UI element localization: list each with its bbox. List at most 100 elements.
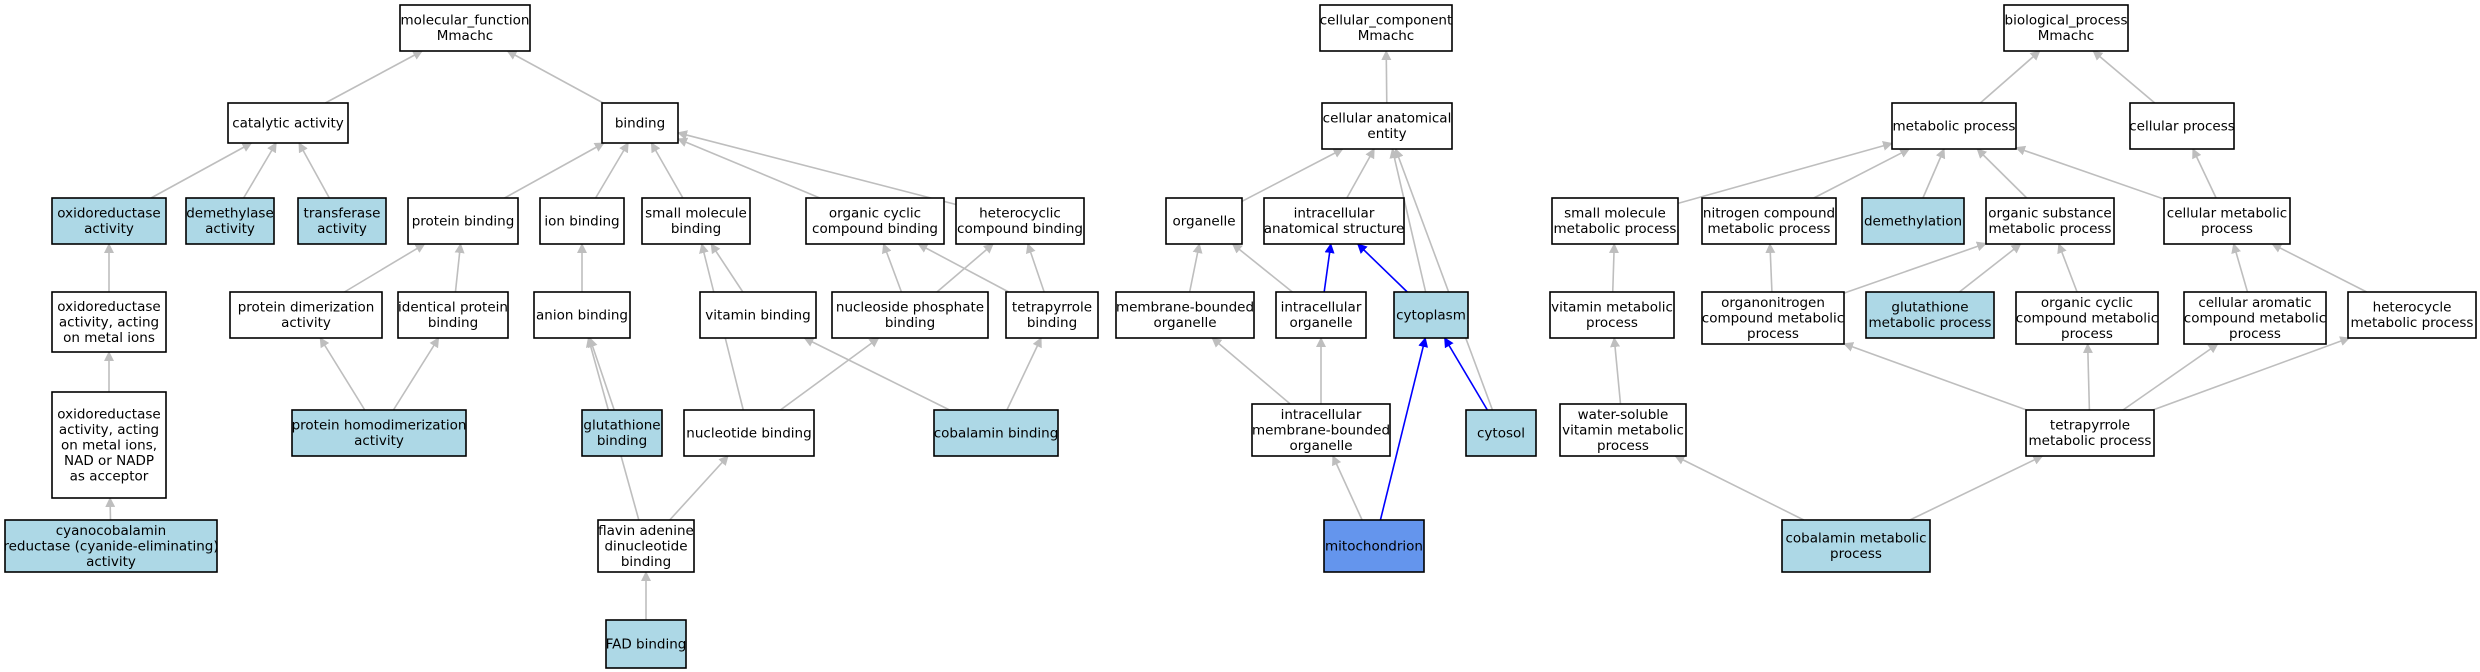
node-box (1165, 197, 1243, 245)
edge-nucleotide_binding-to-nucleoside_phosphate (779, 337, 880, 411)
edge-line (242, 142, 277, 199)
node-box (51, 197, 167, 245)
edge-line (1979, 50, 2041, 104)
edge-identical_protein-to-protein_binding (454, 243, 465, 293)
edge-cobalamin_binding-to-vitamin_binding (803, 337, 950, 411)
node-nucleotide-binding[interactable]: nucleotide binding (683, 409, 815, 457)
edge-line (1909, 455, 2044, 521)
edge-line (2152, 336, 2351, 411)
node-anion-binding[interactable]: anion binding (533, 291, 631, 339)
node-label-line: organic cyclic (2041, 295, 2133, 311)
node-box (2183, 291, 2327, 345)
node-box (1251, 403, 1391, 457)
edge-glutathione_binding-to-anion_binding (587, 337, 615, 411)
edge-cobalamin_met-to-tetrapyrrole_met (1909, 455, 2044, 521)
node-cytosol[interactable]: cytosol (1465, 409, 1537, 457)
node-box (641, 197, 751, 245)
edge-line (2192, 148, 2217, 199)
node-catalytic[interactable]: catalytic activity (227, 102, 349, 144)
edge-organonitrogen_met-to-organic_sub_met (1843, 241, 1987, 294)
node-box (1115, 291, 1255, 339)
node-label-line: ion binding (544, 213, 619, 229)
node-organelle[interactable]: organelle (1165, 197, 1243, 245)
node-binding[interactable]: binding (601, 102, 679, 144)
node-box (1263, 197, 1405, 245)
node-label-line: nitrogen compound (1703, 206, 1835, 222)
node-ion-binding[interactable]: ion binding (539, 197, 625, 245)
node-label-line: organelle (1172, 213, 1235, 229)
node-fad-binding[interactable]: FAD binding (605, 619, 687, 669)
node-label-line: organelle (1153, 315, 1216, 331)
node-metabolic[interactable]: metabolic process (1891, 102, 2017, 150)
node-demethylation[interactable]: demethylation (1861, 197, 1965, 245)
edge-line (669, 455, 729, 521)
node-label-line: activity (354, 433, 404, 449)
edge-tetrapyrrole_met-to-heterocycle_met (2152, 336, 2351, 411)
node-box (1891, 102, 2017, 150)
edge-small_mol_met-to-metabolic (1677, 140, 1893, 205)
node-vitamin-binding[interactable]: vitamin binding (699, 291, 817, 339)
node-label-line: compound metabolic (2016, 310, 2158, 326)
node-label-line: process (2229, 326, 2281, 342)
edge-line (392, 337, 440, 411)
edge-glutathione_met-to-organic_sub_met (1958, 243, 2022, 293)
node-label-line: water-soluble (1578, 407, 1669, 423)
node-label-line: FAD binding (606, 636, 687, 652)
edge-vitamin_met-to-small_mol_met (1608, 243, 1619, 293)
node-cobalamin-binding[interactable]: cobalamin binding (933, 409, 1059, 457)
edge-line (506, 50, 604, 104)
edge-line (2082, 343, 2093, 411)
node-protein-binding[interactable]: protein binding (407, 197, 519, 245)
edge-tetrapyrrole_binding-to-organic_cyclic_binding (917, 243, 1010, 293)
node-label-line: metabolic process (2029, 433, 2152, 449)
edge-line (298, 142, 331, 199)
edge-organic_sub_met-to-metabolic (1976, 148, 2028, 199)
node-box (291, 409, 467, 457)
node-label-line: metabolic process (1869, 315, 1992, 331)
node-cytoplasm[interactable]: cytoplasm (1393, 291, 1469, 339)
edge-line (2271, 243, 2368, 293)
node-cellular-proc[interactable]: cellular process (2129, 102, 2235, 150)
node-label-line: heterocycle (2373, 300, 2452, 316)
edge-line (803, 337, 950, 411)
edge-line (1211, 337, 1291, 405)
node-mitochondrion[interactable]: mitochondrion (1323, 519, 1425, 573)
